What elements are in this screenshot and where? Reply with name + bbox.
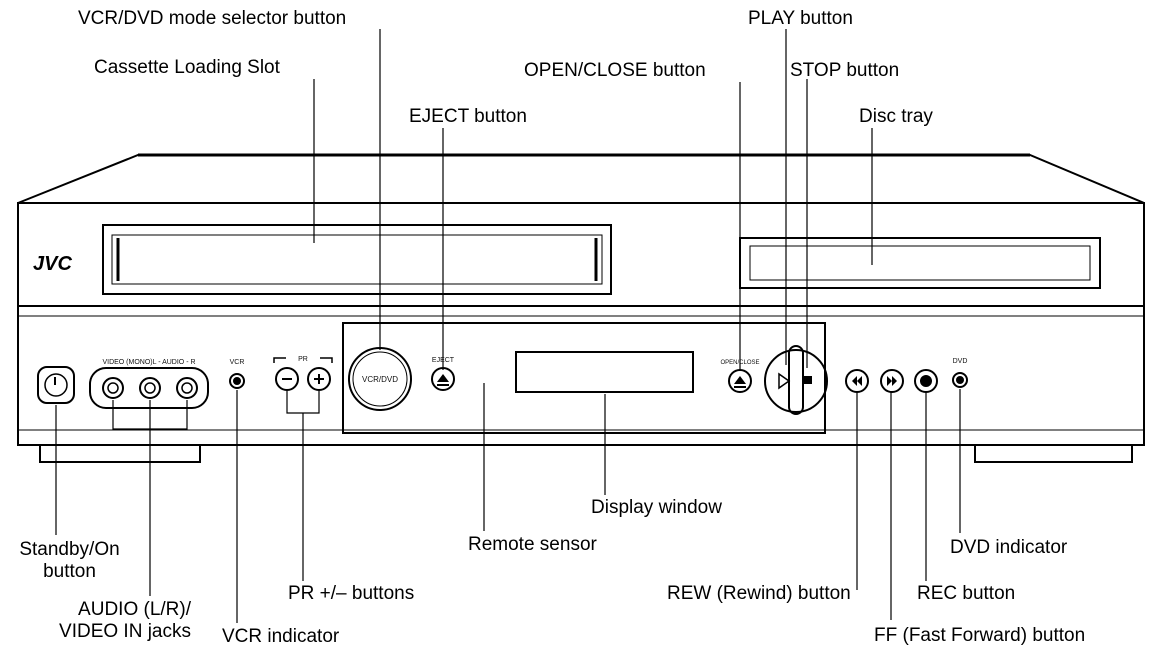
callout-eject: EJECT button [409,106,527,127]
open-close-eject-icon [734,376,746,384]
dvd-indicator [952,372,968,388]
power-icon-bar [54,377,56,385]
pr-minus-button [275,367,299,391]
pr-plus-button [307,367,331,391]
callout-av-jacks-line2: VIDEO IN jacks [59,621,191,642]
callout-vcr-dvd-selector: VCR/DVD mode selector button [78,8,347,29]
stop-icon [804,376,812,384]
callout-cassette-slot: Cassette Loading Slot [94,57,280,78]
callout-rec: REC button [917,583,1016,604]
plus-icon-v [318,374,320,384]
callout-play: PLAY button [748,8,853,29]
callout-disc-tray: Disc tray [859,106,933,127]
callout-remote-sensor: Remote sensor [468,534,597,555]
left-foot [39,445,201,463]
standby-on-button [37,366,75,404]
rew-icon-a [857,376,862,386]
callout-ff: FF (Fast Forward) button [874,625,1086,646]
dial-center-divider [788,345,804,415]
callout-rew: REW (Rewind) button [667,583,851,604]
minus-icon [282,378,292,380]
av-input-jack-housing [89,367,209,409]
callout-av-jacks: AUDIO (L/R)/ VIDEO IN jacks [20,599,191,643]
callout-stop: STOP button [790,60,900,81]
vcr-dvd-selector-ring [352,351,408,407]
callout-vcr-indicator: VCR indicator [222,626,340,647]
eject-icon-bar [437,384,449,386]
dvd-indicator-lamp [956,376,964,384]
callout-standby-line2: button [43,561,96,582]
vcr-panel-label: VCR [230,359,245,366]
vcr-indicator [229,373,245,389]
vcr-indicator-lamp [233,377,241,385]
ff-icon-b [892,376,897,386]
callout-open-close: OPEN/CLOSE button [524,60,706,81]
rec-dot-icon [920,375,932,387]
audio-left-jack [139,377,161,399]
callout-standby-line1: Standby/On [19,539,120,560]
audio-right-jack-inner [181,382,193,394]
callout-standby: Standby/On button [2,539,137,583]
cassette-slot-door [111,234,603,285]
unit-front-body [17,202,1145,446]
video-in-jack [102,377,124,399]
unit-top-outline [17,154,1145,204]
video-in-jack-inner [107,382,119,394]
display-window [515,351,694,393]
callout-av-jacks-line1: AUDIO (L/R)/ [78,599,191,620]
audio-left-jack-inner [144,382,156,394]
pr-panel-label: PR [298,356,308,363]
callout-display-window: Display window [591,497,722,518]
disc-tray-inner [749,245,1091,281]
av-jacks-bracket [112,400,188,430]
vcr-dvd-panel-label: VCR/DVD [362,375,398,384]
callout-pr-buttons: PR +/– buttons [288,583,415,604]
play-stop-dial [764,349,828,413]
audio-right-jack [176,377,198,399]
cassette-loading-slot [102,224,612,295]
rew-icon-b [852,376,857,386]
power-icon [44,373,68,397]
right-foot [974,445,1133,463]
play-icon [778,372,791,390]
callout-dvd-indicator: DVD indicator [950,537,1068,558]
jvc-logo: JVC [33,253,72,275]
dvd-panel-label: DVD [953,358,968,365]
center-control-panel [342,322,826,434]
av-jacks-panel-label: VIDEO (MONO)L - AUDIO - R [102,359,195,366]
pr-buttons-bracket [286,391,320,414]
open-close-eject-bar [734,386,746,388]
ff-button [880,369,904,393]
pr-bracket [273,357,333,363]
eject-icon [437,374,449,382]
ff-icon-a [887,376,892,386]
